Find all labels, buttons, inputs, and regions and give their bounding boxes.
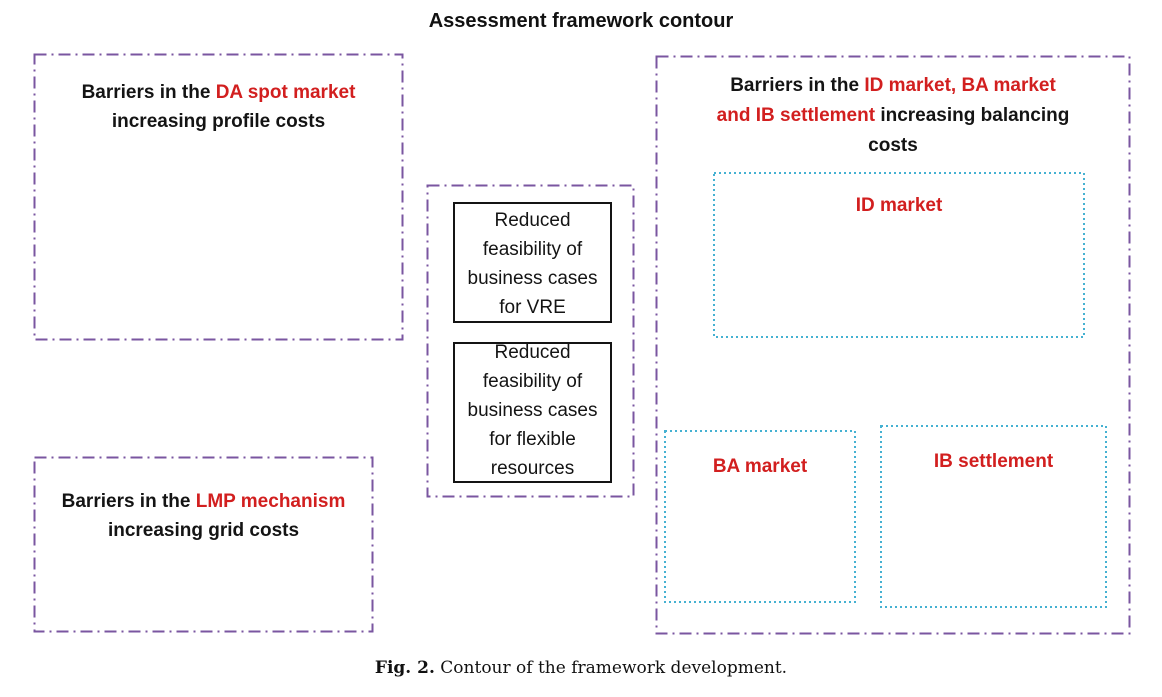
da-box-heading-line2: increasing profile costs [111,111,326,132]
dash-dot-border-rect [655,55,1131,635]
vre-feasibility-text: Reduced feasibility of business cases fo… [467,210,598,318]
da-box-heading-line1: Barriers in the DA spot market [33,78,404,107]
lmp-box-heading: Barriers in the LMP mechanism increasing… [33,456,374,545]
da-heading-red-text: DA spot market [215,82,356,103]
lmp-box-heading-line1: Barriers in the LMP mechanism [33,487,374,516]
balancing-heading-red-text-2: and IB settlement [716,105,876,126]
balancing-heading-red-text-1: ID market, BA market [864,75,1056,96]
figure-caption: Fig. 2. Contour of the framework develop… [0,657,1162,679]
flexible-feasibility-box: Reduced feasibility of business cases fo… [453,342,612,483]
dash-dot-border [33,456,374,633]
vre-feasibility-box: Reduced feasibility of business cases fo… [453,202,612,323]
flexible-feasibility-text: Reduced feasibility of business cases fo… [467,342,598,479]
id-market-box: ID market [713,172,1085,338]
dash-dot-border-rect [426,184,635,498]
ib-settlement-label: IB settlement [933,451,1054,472]
ba-market-box: BA market [664,430,856,603]
figure-caption-label: Fig. 2. [374,658,435,678]
balancing-costs-group-box: Barriers in the ID market, BA market and… [655,55,1131,635]
dash-dot-border [655,55,1131,635]
dash-dot-border [426,184,635,498]
id-market-label: ID market [855,195,943,216]
da-box-heading: Barriers in the DA spot market increasin… [33,53,404,136]
da-heading-black-text: Barriers in the [81,82,216,103]
dotted-border-rect [664,430,856,603]
dotted-border [880,425,1107,608]
dotted-border-rect [713,172,1085,338]
figure-caption-text: Contour of the framework development. [434,658,788,678]
dotted-border [664,430,856,603]
dash-dot-border-rect [33,53,404,341]
balancing-heading-line1: Barriers in the ID market, BA market [655,71,1131,101]
balancing-heading-black-text-1: Barriers in the [730,75,865,96]
lmp-box-heading-line2: increasing grid costs [107,520,300,541]
lmp-mechanism-box: Barriers in the LMP mechanism increasing… [33,456,374,633]
dotted-border [713,172,1085,338]
ib-settlement-box: IB settlement [880,425,1107,608]
balancing-heading-line3: costs [868,135,918,156]
balancing-box-heading: Barriers in the ID market, BA market and… [655,55,1131,161]
lmp-heading-red-text: LMP mechanism [195,491,346,512]
balancing-heading-black-text-2: increasing balancing [875,105,1070,126]
figure-title: Assessment framework contour [428,10,734,32]
dash-dot-border-rect [33,456,374,633]
reduced-feasibility-group-box: Reduced feasibility of business cases fo… [426,184,635,498]
balancing-heading-line2: and IB settlement increasing balancing [655,101,1131,131]
lmp-heading-black-text: Barriers in the [61,491,196,512]
dash-dot-border [33,53,404,341]
dotted-border-rect [880,425,1107,608]
da-spot-market-box: Barriers in the DA spot market increasin… [33,53,404,341]
ba-market-label: BA market [712,456,808,477]
